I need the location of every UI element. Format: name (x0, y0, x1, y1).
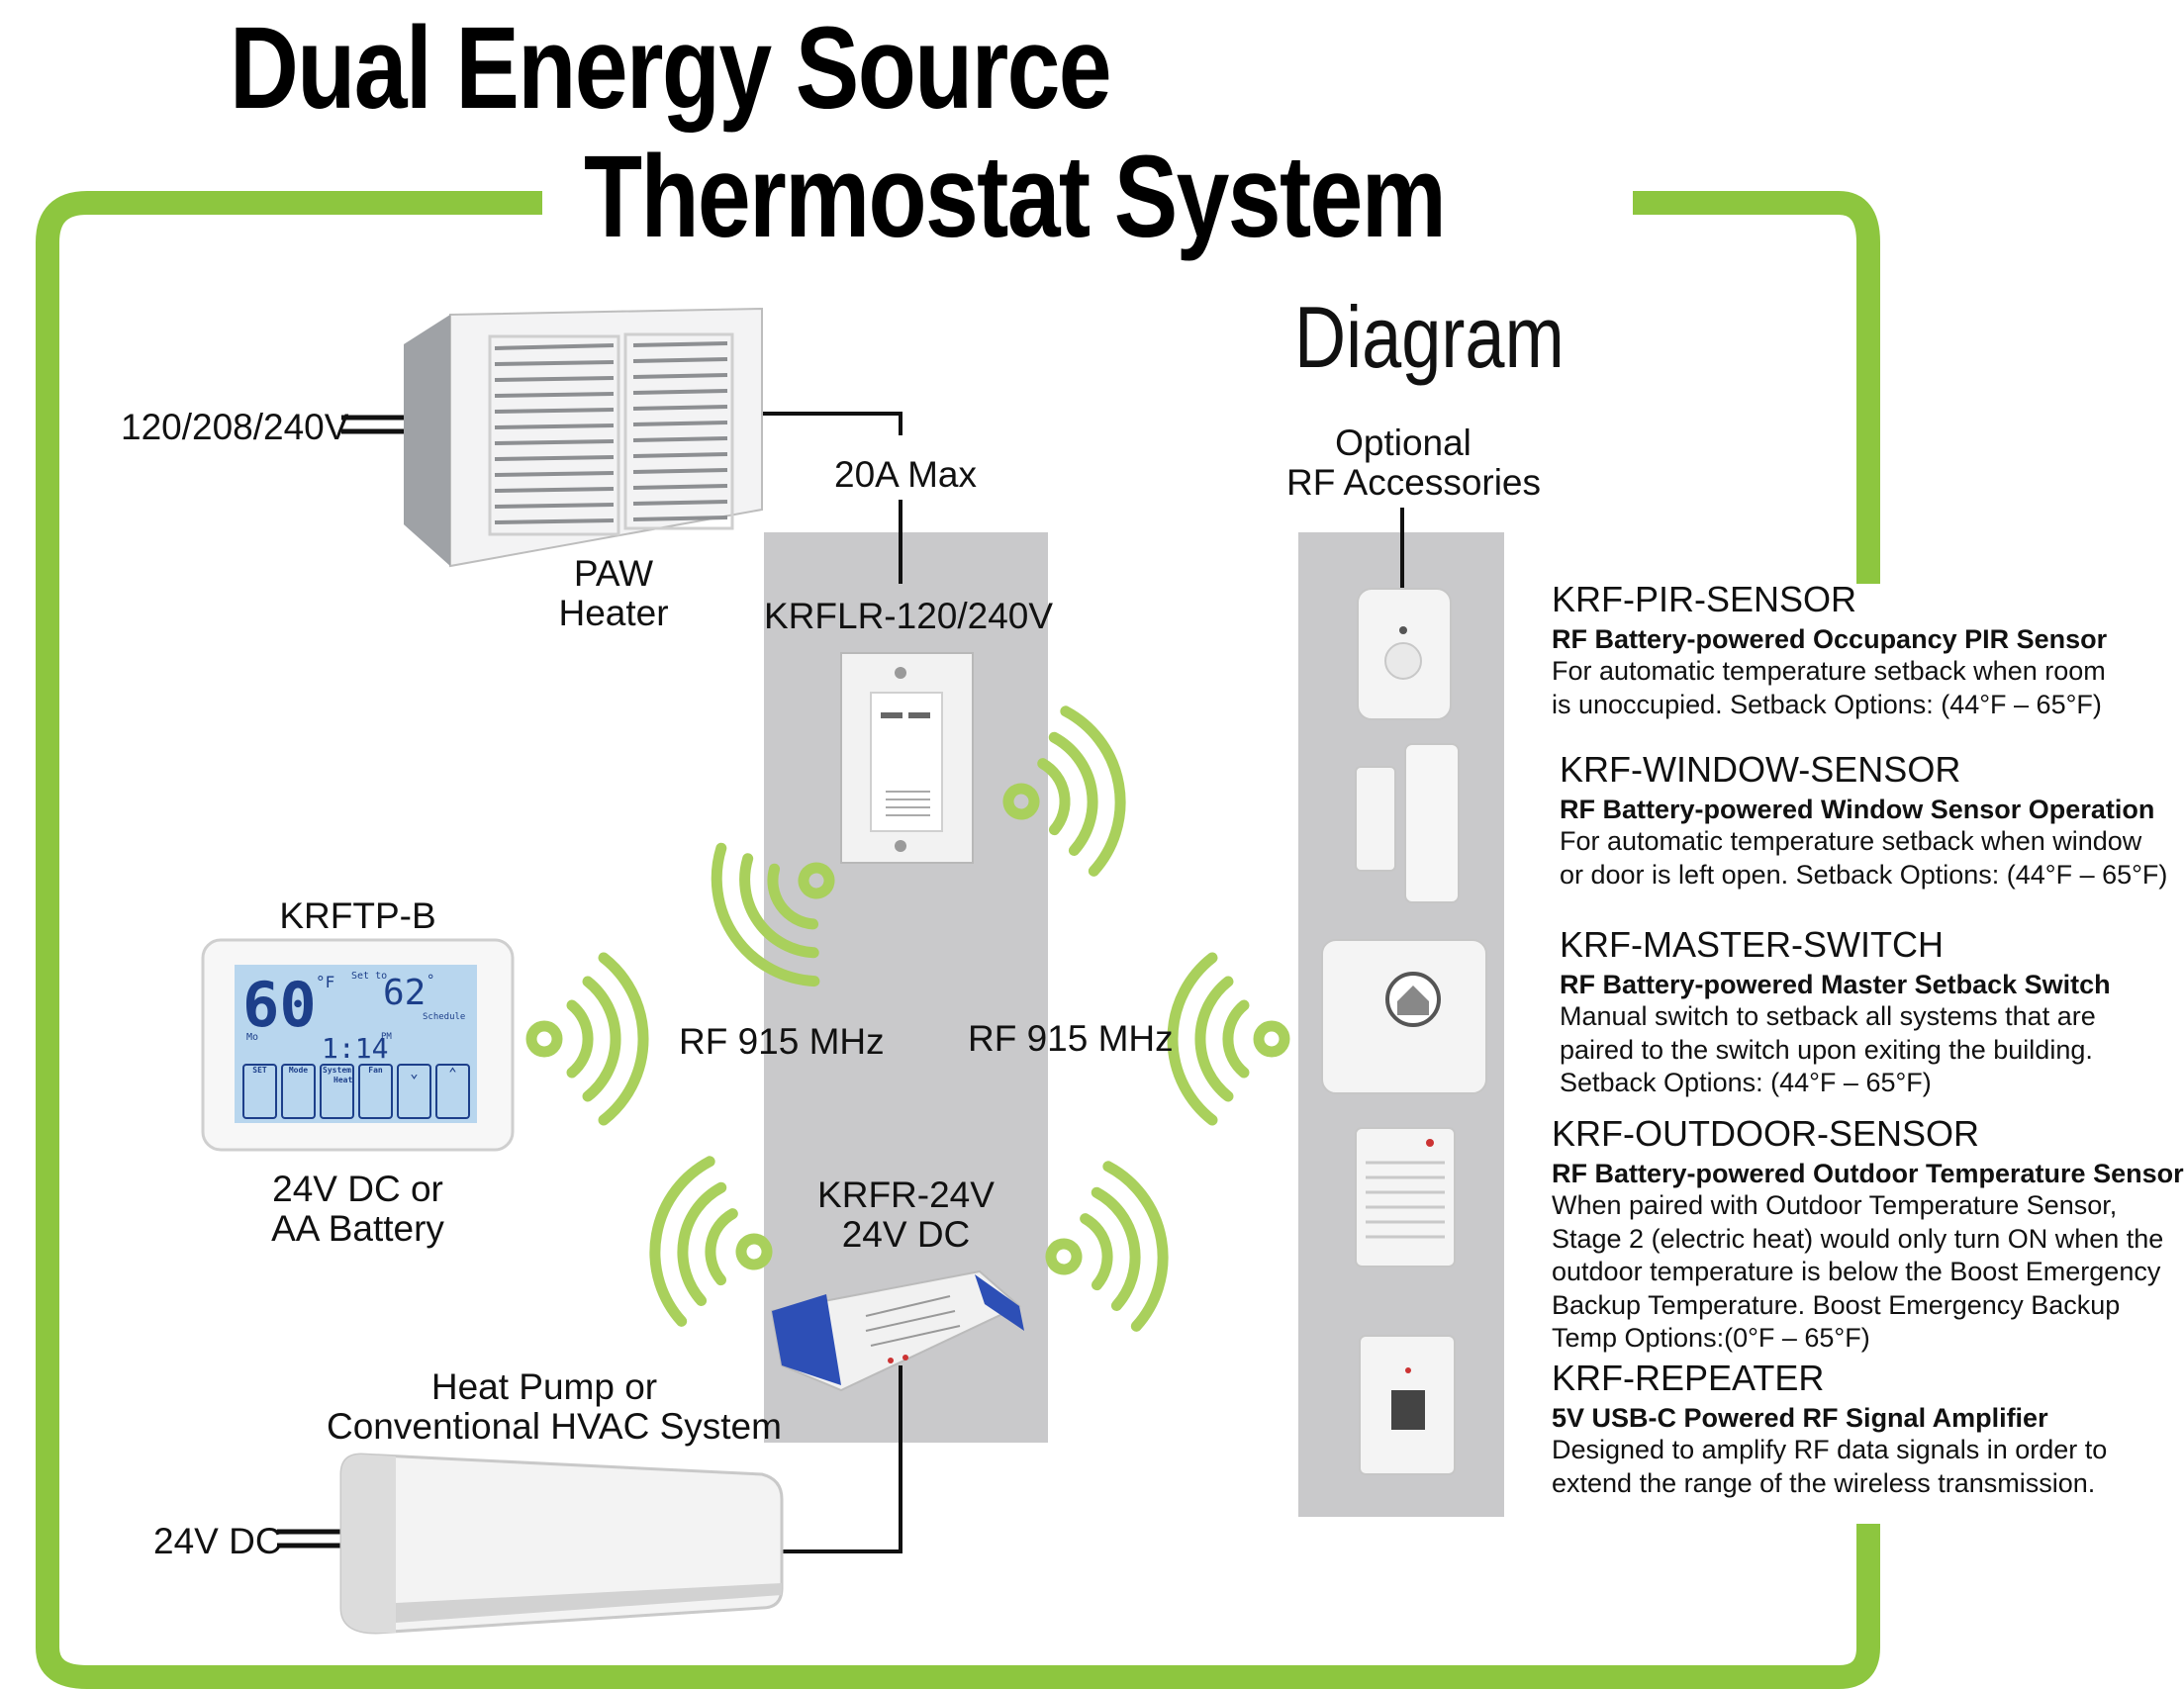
rf-signal-icon (649, 1156, 773, 1327)
touchscreen-thermostat-icon (201, 938, 515, 1152)
thermostat-temp-unit: °F (316, 973, 335, 991)
rf-signal-icon (711, 842, 835, 987)
title-line-3: Diagram (1294, 288, 1565, 386)
wall-heater-icon (404, 307, 763, 568)
accessory-desc-line: outdoor temperature is below the Boost E… (1552, 1257, 2161, 1287)
lowv-receiver-model: KRFR-24V (817, 1174, 995, 1215)
thermostat-mode-button[interactable]: Mode (281, 1064, 316, 1119)
down-arrow-icon[interactable]: ⌄ (397, 1064, 431, 1119)
accessory-item: KRF-PIR-SENSOR RF Battery-powered Occupa… (1552, 582, 2107, 721)
accessory-subtitle: RF Battery-powered Occupancy PIR Sensor (1552, 624, 2108, 654)
accessory-desc-line: Manual switch to setback all systems tha… (1560, 1001, 2096, 1032)
accessories-header-line-2: RF Accessories (1286, 461, 1542, 503)
accessory-desc-line: or door is left open. Setback Options: (… (1560, 859, 2168, 890)
accessory-desc-line: Backup Temperature. Boost Emergency Back… (1552, 1289, 2121, 1320)
accessory-item: KRF-MASTER-SWITCH RF Battery-powered Mas… (1560, 927, 2111, 1100)
accessory-subtitle: RF Battery-powered Outdoor Temperature S… (1552, 1159, 2184, 1188)
thermostat-setpoint: 62 (383, 973, 427, 1013)
title-line-2: Thermostat System (584, 132, 1447, 262)
accessory-desc-line: Designed to amplify RF data signals in o… (1552, 1435, 2108, 1465)
rf-signal-icon (1167, 952, 1290, 1126)
accessory-subtitle: 5V USB-C Powered RF Signal Amplifier (1552, 1403, 2048, 1433)
thermostat-fan-button[interactable]: Fan (358, 1064, 393, 1119)
low-voltage-receiver-icon (770, 1269, 1024, 1392)
pir-sensor-icon (1357, 588, 1452, 720)
accessories-header-line-1: Optional (1335, 422, 1472, 463)
accessory-model: KRF-PIR-SENSOR (1552, 579, 1857, 619)
thermostat-power-label: 24V DC or AA Battery (203, 1170, 513, 1249)
rf-signal-icon (525, 952, 649, 1126)
lowv-receiver-label: KRFR-24V 24V DC (764, 1175, 1048, 1255)
thermostat-screen: 60 °F Set to 62 ° Schedule Mo 1:14 PM SE… (235, 965, 477, 1123)
thermostat-day: Mo (246, 1032, 259, 1043)
master-switch-icon (1321, 939, 1487, 1094)
lowv-receiver-power: 24V DC (841, 1213, 971, 1255)
hvac-name-label: Heat Pump or Conventional HVAC System (327, 1366, 782, 1447)
accessory-model: KRF-OUTDOOR-SENSOR (1552, 1113, 1979, 1154)
breaker-label: 20A Max (834, 454, 977, 495)
rf-signal-icon (1045, 1161, 1169, 1332)
accessory-item: KRF-REPEATER 5V USB-C Powered RF Signal … (1552, 1361, 2107, 1500)
accessory-model: KRF-MASTER-SWITCH (1560, 924, 1944, 965)
accessory-model: KRF-REPEATER (1552, 1358, 1825, 1398)
thermostat-model: KRFTP-B (279, 895, 436, 936)
thermostat-power-line-1: 24V DC or (272, 1169, 443, 1209)
thermostat-setpoint-label: Set to (351, 971, 388, 982)
thermostat-setpoint-unit: ° (427, 973, 435, 988)
heater-to-receiver-wire (750, 412, 902, 435)
hvac-to-receiver-wire (782, 1365, 902, 1553)
accessory-subtitle: RF Battery-powered Master Setback Switch (1560, 970, 2111, 999)
thermostat-button-row: SET Mode System Fan ⌄ ⌃ (242, 1064, 470, 1119)
up-arrow-icon[interactable]: ⌃ (435, 1064, 470, 1119)
accessory-desc-line: For automatic temperature setback when w… (1560, 826, 2142, 857)
accessory-desc-line: Stage 2 (electric heat) would only turn … (1552, 1223, 2164, 1254)
heater-voltage-label: 120/208/240V (121, 407, 349, 447)
accessory-desc-line: Temp Options:(0°F – 65°F) (1552, 1323, 1870, 1354)
hvac-power-wire (277, 1529, 341, 1549)
frame-border-top-right (1633, 191, 1880, 584)
thermostat-heat-label: Heat (333, 1076, 353, 1084)
thermostat-time: 1:14 (322, 1032, 389, 1065)
accessory-item: KRF-OUTDOOR-SENSOR RF Battery-powered Ou… (1552, 1116, 2184, 1356)
accessory-desc-line: paired to the switch upon exiting the bu… (1560, 1034, 2093, 1065)
repeater-icon (1359, 1335, 1456, 1475)
title-line-1: Dual Energy Source (230, 3, 1112, 134)
hvac-voltage-label: 24V DC (153, 1521, 282, 1561)
thermostat-set-button[interactable]: SET (242, 1064, 277, 1119)
thermostat-power-line-2: AA Battery (271, 1207, 444, 1249)
line-receiver-model: KRFLR-120/240V (764, 596, 1054, 636)
accessory-desc-line: When paired with Outdoor Temperature Sen… (1552, 1190, 2118, 1221)
heater-name-label: PAW Heater (534, 554, 693, 633)
hvac-name-line-2: Conventional HVAC System (327, 1405, 782, 1447)
accessory-subtitle: RF Battery-powered Window Sensor Operati… (1560, 795, 2155, 824)
thermostat-system-button[interactable]: System (320, 1064, 354, 1119)
accessory-desc-line: is unoccupied. Setback Options: (44°F – … (1552, 689, 2102, 719)
thermostat-temp: 60 (242, 969, 317, 1041)
accessory-item: KRF-WINDOW-SENSOR RF Battery-powered Win… (1560, 752, 2167, 892)
rf-frequency-left: RF 915 MHz (679, 1021, 885, 1062)
heater-name-line-2: Heater (558, 592, 669, 633)
heater-power-wire (341, 415, 404, 434)
diagram-canvas (36, 191, 1880, 1689)
rf-frequency-right: RF 915 MHz (968, 1018, 1174, 1059)
accessory-model: KRF-WINDOW-SENSOR (1560, 749, 1961, 790)
mini-split-unit-icon (339, 1453, 784, 1635)
accessory-desc-line: Setback Options: (44°F – 65°F) (1560, 1068, 1932, 1098)
thermostat-schedule: Schedule (423, 1012, 466, 1022)
thermostat-ampm: PM (381, 1032, 392, 1042)
window-sensor-icon (1355, 743, 1460, 903)
outdoor-sensor-icon (1355, 1127, 1456, 1268)
line-voltage-receiver-icon (840, 652, 974, 864)
accessory-desc-line: extend the range of the wireless transmi… (1552, 1467, 2096, 1498)
hvac-name-line-1: Heat Pump or (430, 1366, 658, 1407)
accessory-desc-line: For automatic temperature setback when r… (1552, 656, 2106, 687)
rf-signal-icon (1002, 705, 1126, 877)
accessories-header: Optional RF Accessories (1286, 422, 1542, 503)
heater-name-line-1: PAW (573, 553, 654, 594)
frame-border (36, 191, 1880, 1689)
